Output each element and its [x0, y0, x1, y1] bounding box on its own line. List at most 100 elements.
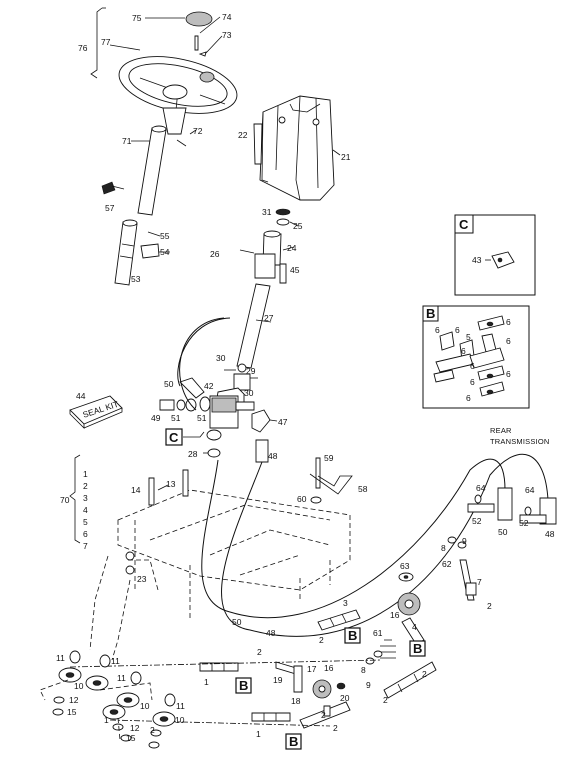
hose-50: [179, 377, 205, 399]
callout-2f: 2: [321, 710, 326, 720]
callout-1c: 1: [256, 729, 261, 739]
callout-11d: 11: [176, 701, 185, 711]
bolt-13: [182, 469, 189, 497]
group70-item-4: 4: [83, 505, 88, 515]
idler-left-lower: [102, 671, 142, 742]
idler-center: [148, 693, 176, 749]
callout-14: 14: [131, 485, 141, 495]
callout-2a: 2: [487, 601, 492, 611]
rear-transmission-label: REAR TRANSMISSION: [490, 426, 549, 446]
inset-b-callout-6c: 6: [455, 325, 460, 335]
callout-18: 18: [291, 696, 301, 706]
callout-10c: 10: [175, 715, 185, 725]
fitting-47: [251, 409, 271, 433]
clip-57: [101, 181, 116, 195]
callout-31: 31: [262, 207, 272, 217]
spinner-knob: [199, 71, 215, 83]
callout-71: 71: [122, 136, 132, 146]
callout-52b: 52: [519, 518, 529, 528]
box-b-ref-1: B: [344, 627, 361, 644]
callout-2d: 2: [422, 669, 427, 679]
bolt-74: [194, 35, 199, 51]
linkage-group: [39, 536, 477, 749]
svg-text:REAR: REAR: [490, 426, 512, 435]
callout-53: 53: [131, 274, 141, 284]
fitting-52a: [467, 503, 495, 513]
svg-text:B: B: [289, 734, 298, 749]
callout-64b: 64: [525, 485, 535, 495]
callout-27: 27: [264, 313, 274, 323]
coupler-29: [233, 373, 251, 391]
callout-63: 63: [400, 561, 410, 571]
callout-74: 74: [222, 12, 232, 22]
callout-22: 22: [238, 130, 248, 140]
callout-75: 75: [132, 13, 142, 23]
inset-b-callout-6e: 6: [461, 346, 466, 356]
bracket-58: [309, 457, 353, 504]
lever-18: [293, 665, 303, 693]
callout-16b: 16: [324, 663, 334, 673]
callout-8a: 8: [441, 543, 446, 553]
callout-73: 73: [222, 30, 232, 40]
callout-11a: 11: [56, 653, 65, 663]
callout-2e: 2: [383, 695, 388, 705]
fitting-48a: [255, 439, 269, 463]
callout-44: 44: [76, 391, 86, 401]
svg-text:C: C: [169, 430, 179, 445]
hose-50-end: [497, 487, 513, 521]
callout-51a: 51: [171, 413, 181, 423]
callout-61: 61: [373, 628, 383, 638]
idler-left-upper: [52, 650, 82, 716]
callout-11c: 11: [117, 673, 126, 683]
group70-item-7: 7: [83, 541, 88, 551]
callout-2g: 2: [333, 723, 338, 733]
chain-1-lower: [251, 712, 291, 722]
steering-cap-75: [185, 11, 213, 27]
svg-text:B: B: [348, 628, 357, 643]
callout-15a: 15: [67, 707, 77, 717]
chain-1-upper: [199, 662, 239, 672]
bushing-54: [140, 243, 160, 259]
fitting-49: [159, 399, 175, 411]
fitting-28: [207, 448, 221, 458]
svg-text:B: B: [239, 678, 248, 693]
inset-b-callout-6b: 6: [435, 325, 440, 335]
washer-31: [275, 208, 291, 216]
callout-60: 60: [297, 494, 307, 504]
callout-30a: 30: [216, 353, 226, 363]
callout-48a: 48: [268, 451, 278, 461]
callout-12b: 12: [130, 723, 140, 733]
inset-b-callout-6d: 6: [506, 336, 511, 346]
group70-item-5: 5: [83, 517, 88, 527]
callout-24: 24: [287, 243, 297, 253]
callout-43: 43: [472, 255, 482, 265]
callout-2h: 2: [150, 725, 155, 735]
group-70: 1 2 3 4 5 6 7: [69, 454, 88, 551]
callout-54: 54: [160, 247, 170, 257]
callout-77: 77: [101, 37, 111, 47]
callout-47: 47: [278, 417, 288, 427]
callout-48b: 48: [545, 529, 555, 539]
group70-item-1: 1: [83, 469, 88, 479]
callout-19: 19: [273, 675, 283, 685]
washer-51b: [199, 396, 211, 412]
callout-48c: 48: [266, 628, 276, 638]
nut-20: [336, 682, 346, 690]
callout-29: 29: [246, 366, 256, 376]
svg-text:B: B: [413, 641, 422, 656]
inset-b-callout-6a: 6: [506, 317, 511, 327]
callout-51b: 51: [197, 413, 207, 423]
inset-b: B: [422, 305, 530, 409]
inset-b-callout-5: 5: [466, 332, 471, 342]
callout-72: 72: [193, 126, 203, 136]
callout-64a: 64: [476, 483, 486, 493]
callout-1a: 1: [204, 677, 209, 687]
inset-b-callout-6h: 6: [466, 393, 471, 403]
shaft-27: [236, 283, 271, 369]
inset-c: C: [454, 214, 536, 296]
part-43: [491, 251, 515, 269]
callout-70: 70: [60, 495, 70, 505]
callout-59: 59: [324, 453, 334, 463]
callout-58: 58: [358, 484, 368, 494]
